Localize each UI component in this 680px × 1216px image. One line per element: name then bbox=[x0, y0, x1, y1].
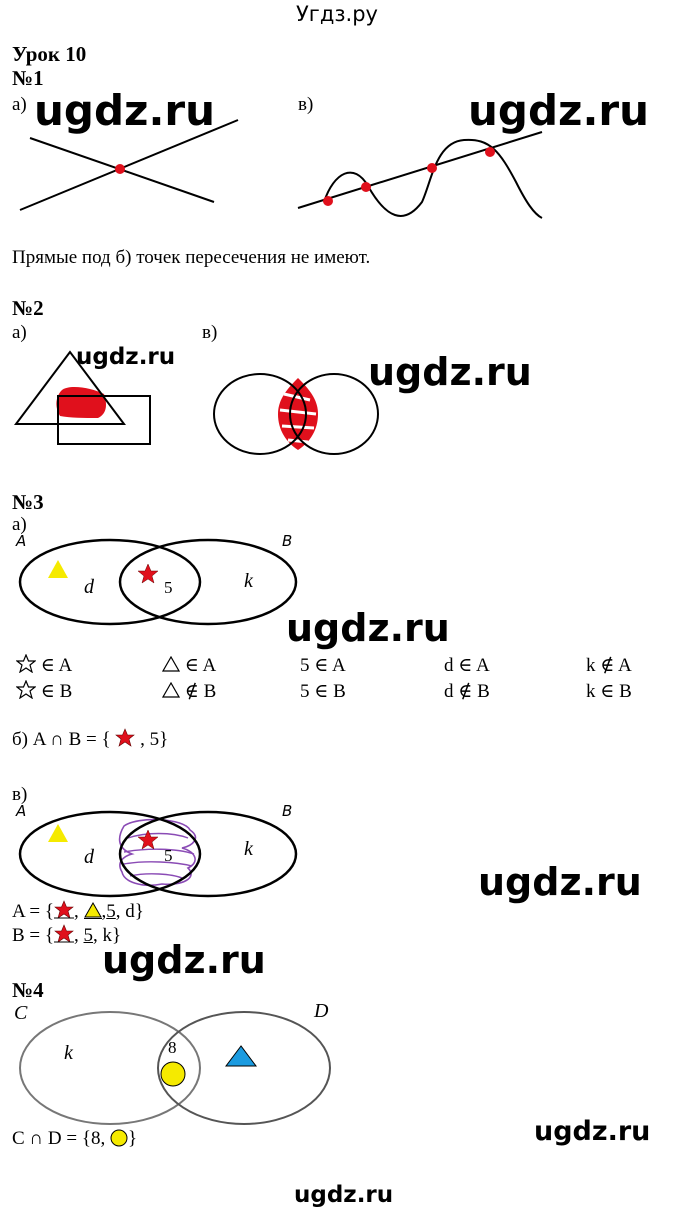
set-a-label: A bbox=[16, 802, 27, 820]
task2-figure-a bbox=[14, 350, 151, 445]
element-d: d bbox=[84, 576, 94, 598]
task2-figure-v bbox=[213, 373, 379, 455]
task3-venn-v bbox=[18, 810, 298, 898]
red-star-icon bbox=[54, 900, 75, 919]
set-a-label: A bbox=[16, 532, 27, 550]
relation-d-a: d ∈ A bbox=[444, 655, 490, 676]
set-a-ellipse bbox=[18, 538, 202, 626]
set-d-label: D bbox=[314, 1000, 329, 1022]
watermark: ugdz.ru bbox=[534, 1116, 651, 1147]
intersection-point bbox=[485, 147, 495, 157]
intersection-point bbox=[427, 163, 437, 173]
task3-venn-a bbox=[18, 538, 298, 626]
set-b-ellipse bbox=[118, 810, 298, 898]
element-k: k bbox=[244, 838, 253, 860]
yellow-triangle-icon bbox=[83, 901, 102, 919]
element-d: d bbox=[84, 846, 94, 868]
shaded-intersection bbox=[56, 387, 106, 418]
star-outline-icon bbox=[15, 653, 37, 674]
watermark: ugdz.ru bbox=[286, 606, 450, 650]
set-c-ellipse bbox=[19, 1011, 201, 1125]
watermark: ugdz.ru bbox=[368, 350, 532, 394]
set-a-ellipse bbox=[18, 810, 202, 898]
task3-label-v: в) bbox=[12, 784, 28, 805]
set-b-label: B bbox=[282, 802, 293, 820]
yellow-circle-icon bbox=[110, 1129, 128, 1147]
set-b-listing: B = {, 5, k} bbox=[12, 924, 122, 946]
set-b-ellipse bbox=[118, 538, 298, 626]
element-k: k bbox=[64, 1042, 73, 1064]
task2-label-v: в) bbox=[202, 322, 218, 343]
task4-number: №4 bbox=[12, 978, 44, 1002]
straight-line bbox=[297, 131, 543, 209]
intersection-point bbox=[361, 182, 371, 192]
relation-k-a: k ∉ A bbox=[586, 655, 632, 676]
element-5: 5 bbox=[164, 578, 173, 597]
triangle bbox=[14, 350, 126, 425]
watermark: ugdz.ru bbox=[76, 344, 176, 370]
relation-k-b: k ∈ B bbox=[586, 681, 632, 702]
task1-label-v: в) bbox=[298, 94, 314, 115]
purple-hatching bbox=[123, 832, 195, 879]
circle-left bbox=[213, 373, 307, 455]
line-1 bbox=[19, 119, 239, 211]
site-title: Угдз.ру bbox=[296, 2, 378, 26]
element-8: 8 bbox=[168, 1038, 177, 1057]
task1-figure-a bbox=[19, 119, 239, 211]
task1-note: Прямые под б) точек пересечения не имеют… bbox=[12, 247, 371, 268]
lesson-title: Урок 10 bbox=[12, 42, 87, 66]
relation-triangle-b: ∉ B bbox=[161, 680, 216, 703]
element-5: 5 bbox=[164, 846, 173, 865]
purple-shading bbox=[118, 818, 197, 887]
shading-gaps bbox=[279, 392, 317, 444]
yellow-circle bbox=[160, 1061, 186, 1087]
blue-triangle bbox=[225, 1045, 257, 1067]
yellow-triangle bbox=[48, 560, 68, 578]
task3-b-intersection: б) A ∩ B = { , 5} bbox=[12, 728, 169, 750]
task4-result: C ∩ D = {8, } bbox=[12, 1128, 138, 1149]
task2-label-a: а) bbox=[12, 322, 27, 343]
watermark: ugdz.ru bbox=[468, 86, 650, 135]
task1-label-a: а) bbox=[12, 94, 27, 115]
triangle-outline-icon bbox=[161, 655, 181, 672]
rectangle bbox=[57, 395, 151, 445]
task3-number: №3 bbox=[12, 490, 44, 514]
curve-line bbox=[323, 138, 543, 219]
task2-number: №2 bbox=[12, 296, 44, 320]
relation-star-a: ∈ A bbox=[15, 653, 72, 677]
relation-5-b: 5 ∈ B bbox=[300, 681, 346, 702]
task4-venn bbox=[19, 1011, 331, 1125]
watermark: ugdz.ru bbox=[102, 938, 266, 982]
task3-label-a: а) bbox=[12, 514, 27, 535]
relation-d-b: d ∉ B bbox=[444, 681, 490, 702]
triangle-outline-icon bbox=[161, 681, 181, 698]
set-a-listing: A = {, ,5, d} bbox=[12, 900, 144, 922]
set-b-label: B bbox=[282, 532, 293, 550]
set-c-label: C bbox=[14, 1002, 28, 1024]
intersection-point bbox=[115, 164, 125, 174]
set-d-ellipse bbox=[157, 1011, 331, 1125]
red-star-icon bbox=[115, 728, 136, 747]
relation-triangle-a: ∈ A bbox=[161, 654, 216, 677]
yellow-triangle bbox=[48, 824, 68, 842]
task1-number: №1 bbox=[12, 66, 44, 90]
element-k: k bbox=[244, 570, 253, 592]
red-star bbox=[137, 829, 159, 850]
circle-right bbox=[289, 373, 379, 455]
intersection-point bbox=[323, 196, 333, 206]
watermark: ugdz.ru bbox=[34, 86, 216, 135]
red-star-icon bbox=[54, 924, 75, 943]
task1-figure-v bbox=[297, 131, 543, 219]
watermark: ugdz.ru bbox=[294, 1182, 394, 1208]
relation-5-a: 5 ∈ A bbox=[300, 655, 346, 676]
relation-star-b: ∈ B bbox=[15, 679, 72, 703]
star-outline-icon bbox=[15, 679, 37, 700]
red-star bbox=[137, 563, 159, 584]
watermark: ugdz.ru bbox=[478, 860, 642, 904]
